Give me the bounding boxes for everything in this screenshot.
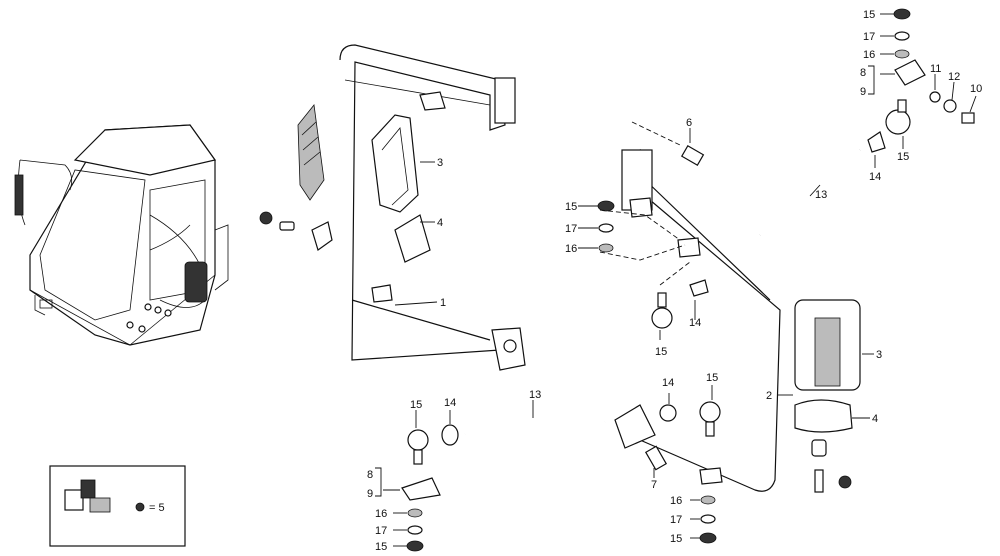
- callout-10: 10: [970, 83, 982, 95]
- legend-part-icon-3: [89, 497, 111, 513]
- callout-3-left: 3: [437, 157, 443, 169]
- leader-lines: [375, 13, 977, 547]
- callout-14-lower-right: 14: [662, 377, 674, 389]
- callout-9-left: 9: [367, 488, 373, 500]
- callout-15-upper-right: 15: [897, 151, 909, 163]
- callout-4-left: 4: [437, 217, 443, 229]
- extension-rods: [464, 149, 861, 436]
- legend-bullet-icon: [135, 502, 145, 512]
- callout-17-middle: 17: [565, 223, 577, 235]
- callout-16-middle: 16: [565, 243, 577, 255]
- mirror-arm-frame-left: [339, 44, 526, 371]
- callout-13-upper: 13: [815, 189, 827, 201]
- quantity-legend-box: [49, 465, 186, 547]
- callout-13-lower: 13: [529, 389, 541, 401]
- callout-16-top: 16: [863, 49, 875, 61]
- callout-17-bottom-left: 17: [375, 525, 387, 537]
- callout-2: 2: [766, 390, 772, 402]
- callout-9-right: 9: [860, 86, 866, 98]
- callout-17-top: 17: [863, 31, 875, 43]
- callout-8-left: 8: [367, 469, 373, 481]
- callout-6: 6: [686, 117, 692, 129]
- callout-15-bottom-right: 15: [670, 533, 682, 545]
- legend-part-icon-1: [64, 489, 84, 511]
- callout-16-bottom-left: 16: [375, 508, 387, 520]
- callout-11: 11: [930, 63, 941, 75]
- callout-4-right: 4: [872, 413, 878, 425]
- mirror-head-right: [794, 299, 861, 493]
- tractor-cab-illustration: [14, 124, 229, 346]
- left-mirror-parts: [259, 104, 333, 251]
- callout-14-middle: 14: [689, 317, 701, 329]
- callout-14-upper: 14: [869, 171, 881, 183]
- callout-15-lower-right: 15: [706, 372, 718, 384]
- callout-14-lower-left: 14: [444, 397, 456, 409]
- legend-quantity-label: = 5: [149, 502, 165, 514]
- callout-15-middle: 15: [565, 201, 577, 213]
- callout-17-bottom-right: 17: [670, 514, 682, 526]
- callout-15-bottom-left: 15: [375, 541, 387, 553]
- callout-1: 1: [440, 297, 446, 309]
- callout-16-bottom-right: 16: [670, 495, 682, 507]
- callout-3-right: 3: [876, 349, 882, 361]
- hardware-fasteners: [401, 8, 975, 552]
- callout-labels: 3 4 1 3 4 2 6 7 13 13 14 14 14 14 15 15 …: [149, 9, 982, 553]
- callout-8-right: 8: [860, 67, 866, 79]
- callout-7: 7: [651, 479, 657, 491]
- mirror-head-left: [371, 114, 431, 263]
- callout-12: 12: [948, 71, 960, 83]
- callout-15-lower-left: 15: [410, 399, 422, 411]
- callout-15-frame: 15: [655, 346, 667, 358]
- callout-15-top: 15: [863, 9, 875, 21]
- legend-part-icon-2: [80, 479, 96, 499]
